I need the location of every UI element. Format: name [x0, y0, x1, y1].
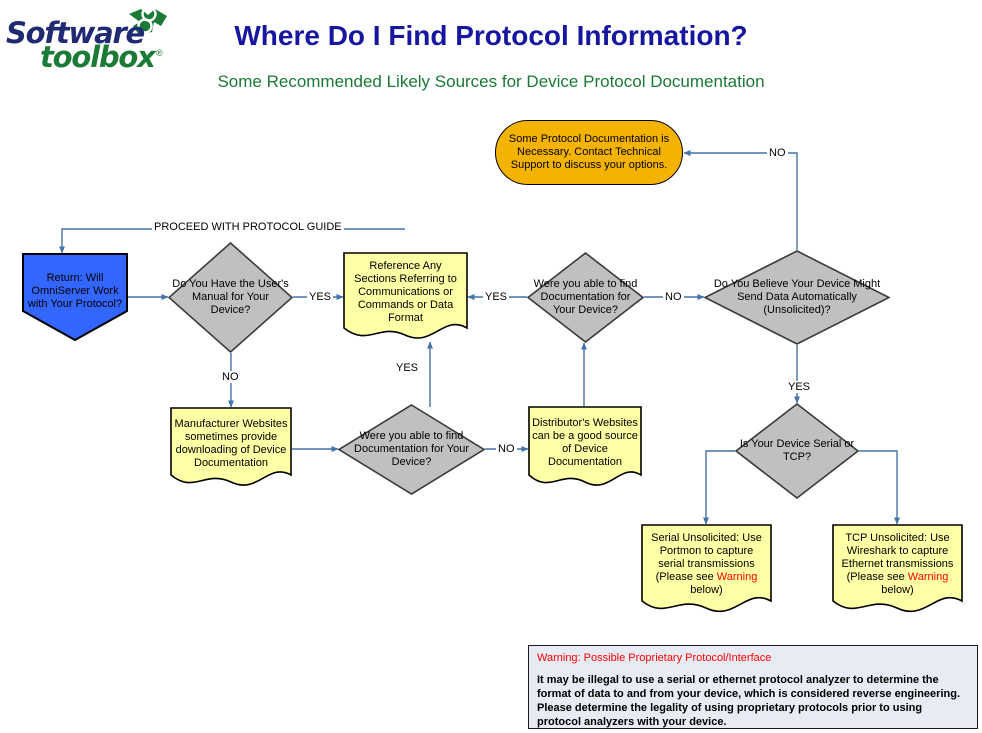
document-shape: [832, 524, 963, 613]
node-label-group: Serial Unsolicited: Use Portmon to captu…: [641, 532, 772, 597]
logo-word-software: Software: [6, 16, 145, 50]
node-label-line4: (Please see Warning: [645, 571, 768, 584]
edge-label-found-doc-top-yes: YES: [483, 291, 510, 303]
node-found-documentation-top[interactable]: Were you able to find Documentation for …: [527, 252, 644, 343]
node-label: Some Protocol Documentation is Necessary…: [508, 133, 670, 171]
logo-registered-mark: ®: [156, 48, 163, 58]
warning-panel-title: Warning: Possible Proprietary Protocol/I…: [537, 652, 772, 664]
warning-panel: Warning: Possible Proprietary Protocol/I…: [528, 645, 978, 729]
decision-diamond-shape: [704, 250, 890, 345]
logo-word-toolbox: toolbox: [40, 40, 156, 74]
node-label: Distributor's Websites can be a good sou…: [532, 417, 638, 468]
edge-label-unsolicited-yes: YES: [786, 381, 813, 393]
node-do-you-have-users-manual[interactable]: Do You Have the User's Manual for Your D…: [168, 242, 293, 353]
node-return-omniserver[interactable]: Return: Will OmniServer Work with Your P…: [22, 253, 128, 341]
node-label-line2: Portmon to capture: [659, 545, 754, 557]
node-label: Do You Believe Your Device Might Send Da…: [713, 278, 881, 316]
edge-label-proceed-with-protocol-guide: PROCEED WITH PROTOCOL GUIDE: [152, 221, 344, 233]
node-label-line5: below): [881, 584, 914, 596]
node-label-group: TCP Unsolicited: Use Wireshark to captur…: [832, 532, 963, 597]
interlocking-links-logo-mark: [129, 6, 167, 35]
software-toolbox-logo: Software toolbox ®: [4, 4, 174, 74]
document-shape: [528, 406, 642, 486]
decision-diamond-shape: [338, 404, 485, 495]
warning-panel-body: It may be illegal to use a serial or eth…: [537, 674, 960, 728]
node-manufacturer-websites[interactable]: Manufacturer Websites sometimes provide …: [170, 407, 292, 489]
page-subtitle: Some Recommended Likely Sources for Devi…: [217, 72, 765, 91]
document-shape: [343, 252, 468, 339]
node-label-line1: TCP Unsolicited: Use: [845, 532, 950, 544]
node-label: Manufacturer Websites sometimes provide …: [174, 417, 288, 469]
edge-label-found-doc-mid-yes: YES: [394, 362, 421, 374]
page-title: Where Do I Find Protocol Information?: [234, 20, 748, 51]
node-label: Reference Any Sections Referring to Comm…: [354, 260, 457, 324]
node-serial-or-tcp[interactable]: Is Your Device Serial or TCP?: [735, 403, 859, 499]
node-label-line3: serial transmissions: [658, 558, 755, 570]
document-shape: [641, 524, 772, 613]
node-label: Return: Will OmniServer Work with Your P…: [27, 271, 123, 310]
decision-diamond-shape: [735, 403, 859, 499]
edge-label-manual-yes: YES: [307, 291, 334, 303]
node-label-line5: below): [690, 584, 723, 596]
node-label-line3: Ethernet transmissions: [841, 558, 954, 570]
please-see-text: (Please see: [846, 571, 908, 583]
node-label: Do You Have the User's Manual for Your D…: [172, 278, 289, 316]
edge-label-unsolicited-no: NO: [767, 147, 788, 159]
node-label-line2: Wireshark to capture: [846, 545, 949, 557]
node-label-line4: (Please see Warning: [836, 571, 959, 584]
decision-diamond-shape: [168, 242, 293, 353]
node-reference-any-sections[interactable]: Reference Any Sections Referring to Comm…: [343, 252, 468, 342]
node-label: Were you able to find Documentation for …: [533, 278, 638, 316]
edge-label-found-doc-mid-no: NO: [496, 443, 517, 455]
edge-label-found-doc-top-no: NO: [663, 291, 684, 303]
decision-diamond-shape: [527, 252, 644, 343]
node-label: Is Your Device Serial or TCP?: [739, 438, 855, 463]
warning-link-text: Warning: [716, 571, 758, 583]
edge-label-manual-no: NO: [220, 371, 241, 383]
warning-link-text: Warning: [907, 571, 949, 583]
node-label-line1: Serial Unsolicited: Use: [651, 532, 762, 544]
node-serial-unsolicited[interactable]: Serial Unsolicited: Use Portmon to captu…: [641, 524, 772, 616]
document-shape: [170, 407, 292, 486]
node-found-documentation-mid[interactable]: Were you able to find Documentation for …: [338, 404, 485, 495]
please-see-text: (Please see: [655, 571, 717, 583]
pentagon-shape: [22, 253, 128, 341]
node-label: Were you able to find Documentation for …: [354, 430, 469, 468]
node-distributor-websites[interactable]: Distributor's Websites can be a good sou…: [528, 406, 642, 489]
node-protocol-documentation-necessary[interactable]: Some Protocol Documentation is Necessary…: [495, 120, 683, 185]
node-tcp-unsolicited[interactable]: TCP Unsolicited: Use Wireshark to captur…: [832, 524, 963, 616]
node-device-sends-unsolicited-data[interactable]: Do You Believe Your Device Might Send Da…: [704, 250, 890, 345]
